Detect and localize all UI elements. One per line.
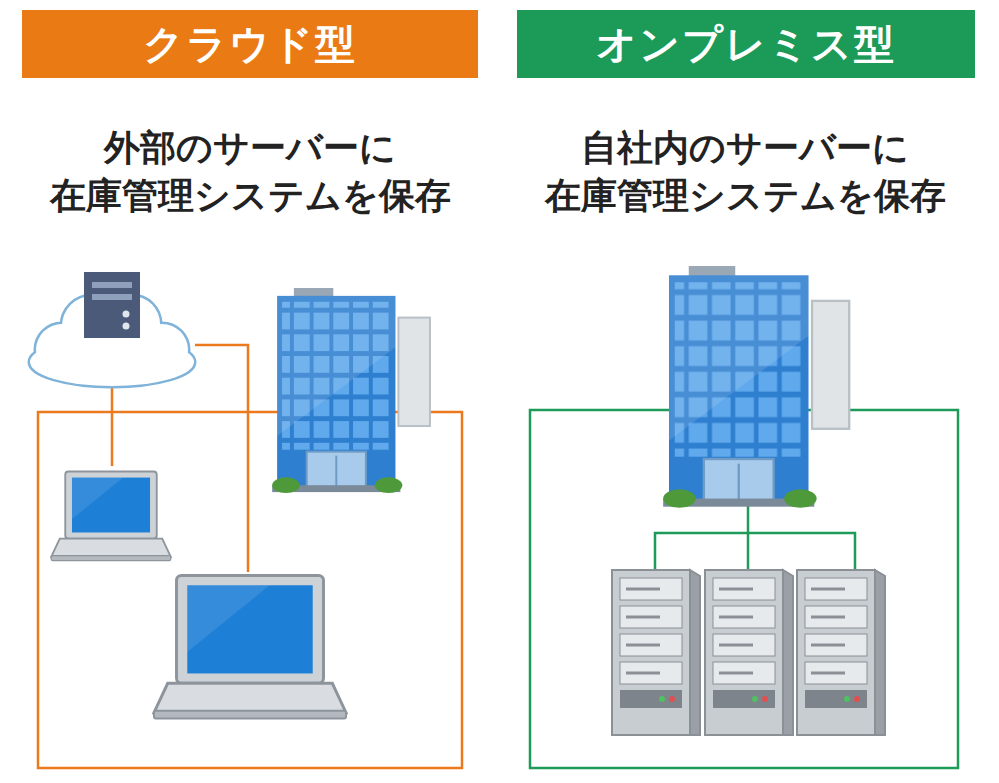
cloud-server <box>92 282 132 288</box>
company-building <box>272 288 430 493</box>
node-title: クラウド型 <box>143 17 357 72</box>
company-building <box>663 266 849 508</box>
server-rack <box>797 570 885 735</box>
server-rack <box>612 570 700 735</box>
cloud-server <box>123 323 130 330</box>
laptop <box>154 575 346 718</box>
laptop <box>51 471 346 718</box>
cloud-frame <box>38 412 462 768</box>
server-rack <box>705 570 793 735</box>
onpremise-frame <box>655 533 855 572</box>
server-rack <box>612 570 885 735</box>
cloud-frame <box>195 345 248 572</box>
header-band: オンプレミス型 <box>517 10 975 78</box>
company-building <box>272 288 430 493</box>
cloud-frame <box>111 385 114 466</box>
cloud-shape <box>30 338 194 386</box>
cloud-server <box>123 311 130 318</box>
cloud-shape <box>30 338 194 386</box>
header-band: クラウド型 <box>22 10 478 78</box>
subtitle-text: 自社内のサーバーに 在庫管理システムを保存 <box>510 124 980 220</box>
node-title: オンプレミス型 <box>596 17 896 72</box>
cloud-server <box>84 272 140 338</box>
company-building <box>663 266 849 508</box>
cloud-server <box>84 272 140 338</box>
subtitle-text: 外部のサーバーに 在庫管理システムを保存 <box>15 124 485 220</box>
laptop <box>51 471 171 560</box>
cloud-server <box>92 294 132 300</box>
